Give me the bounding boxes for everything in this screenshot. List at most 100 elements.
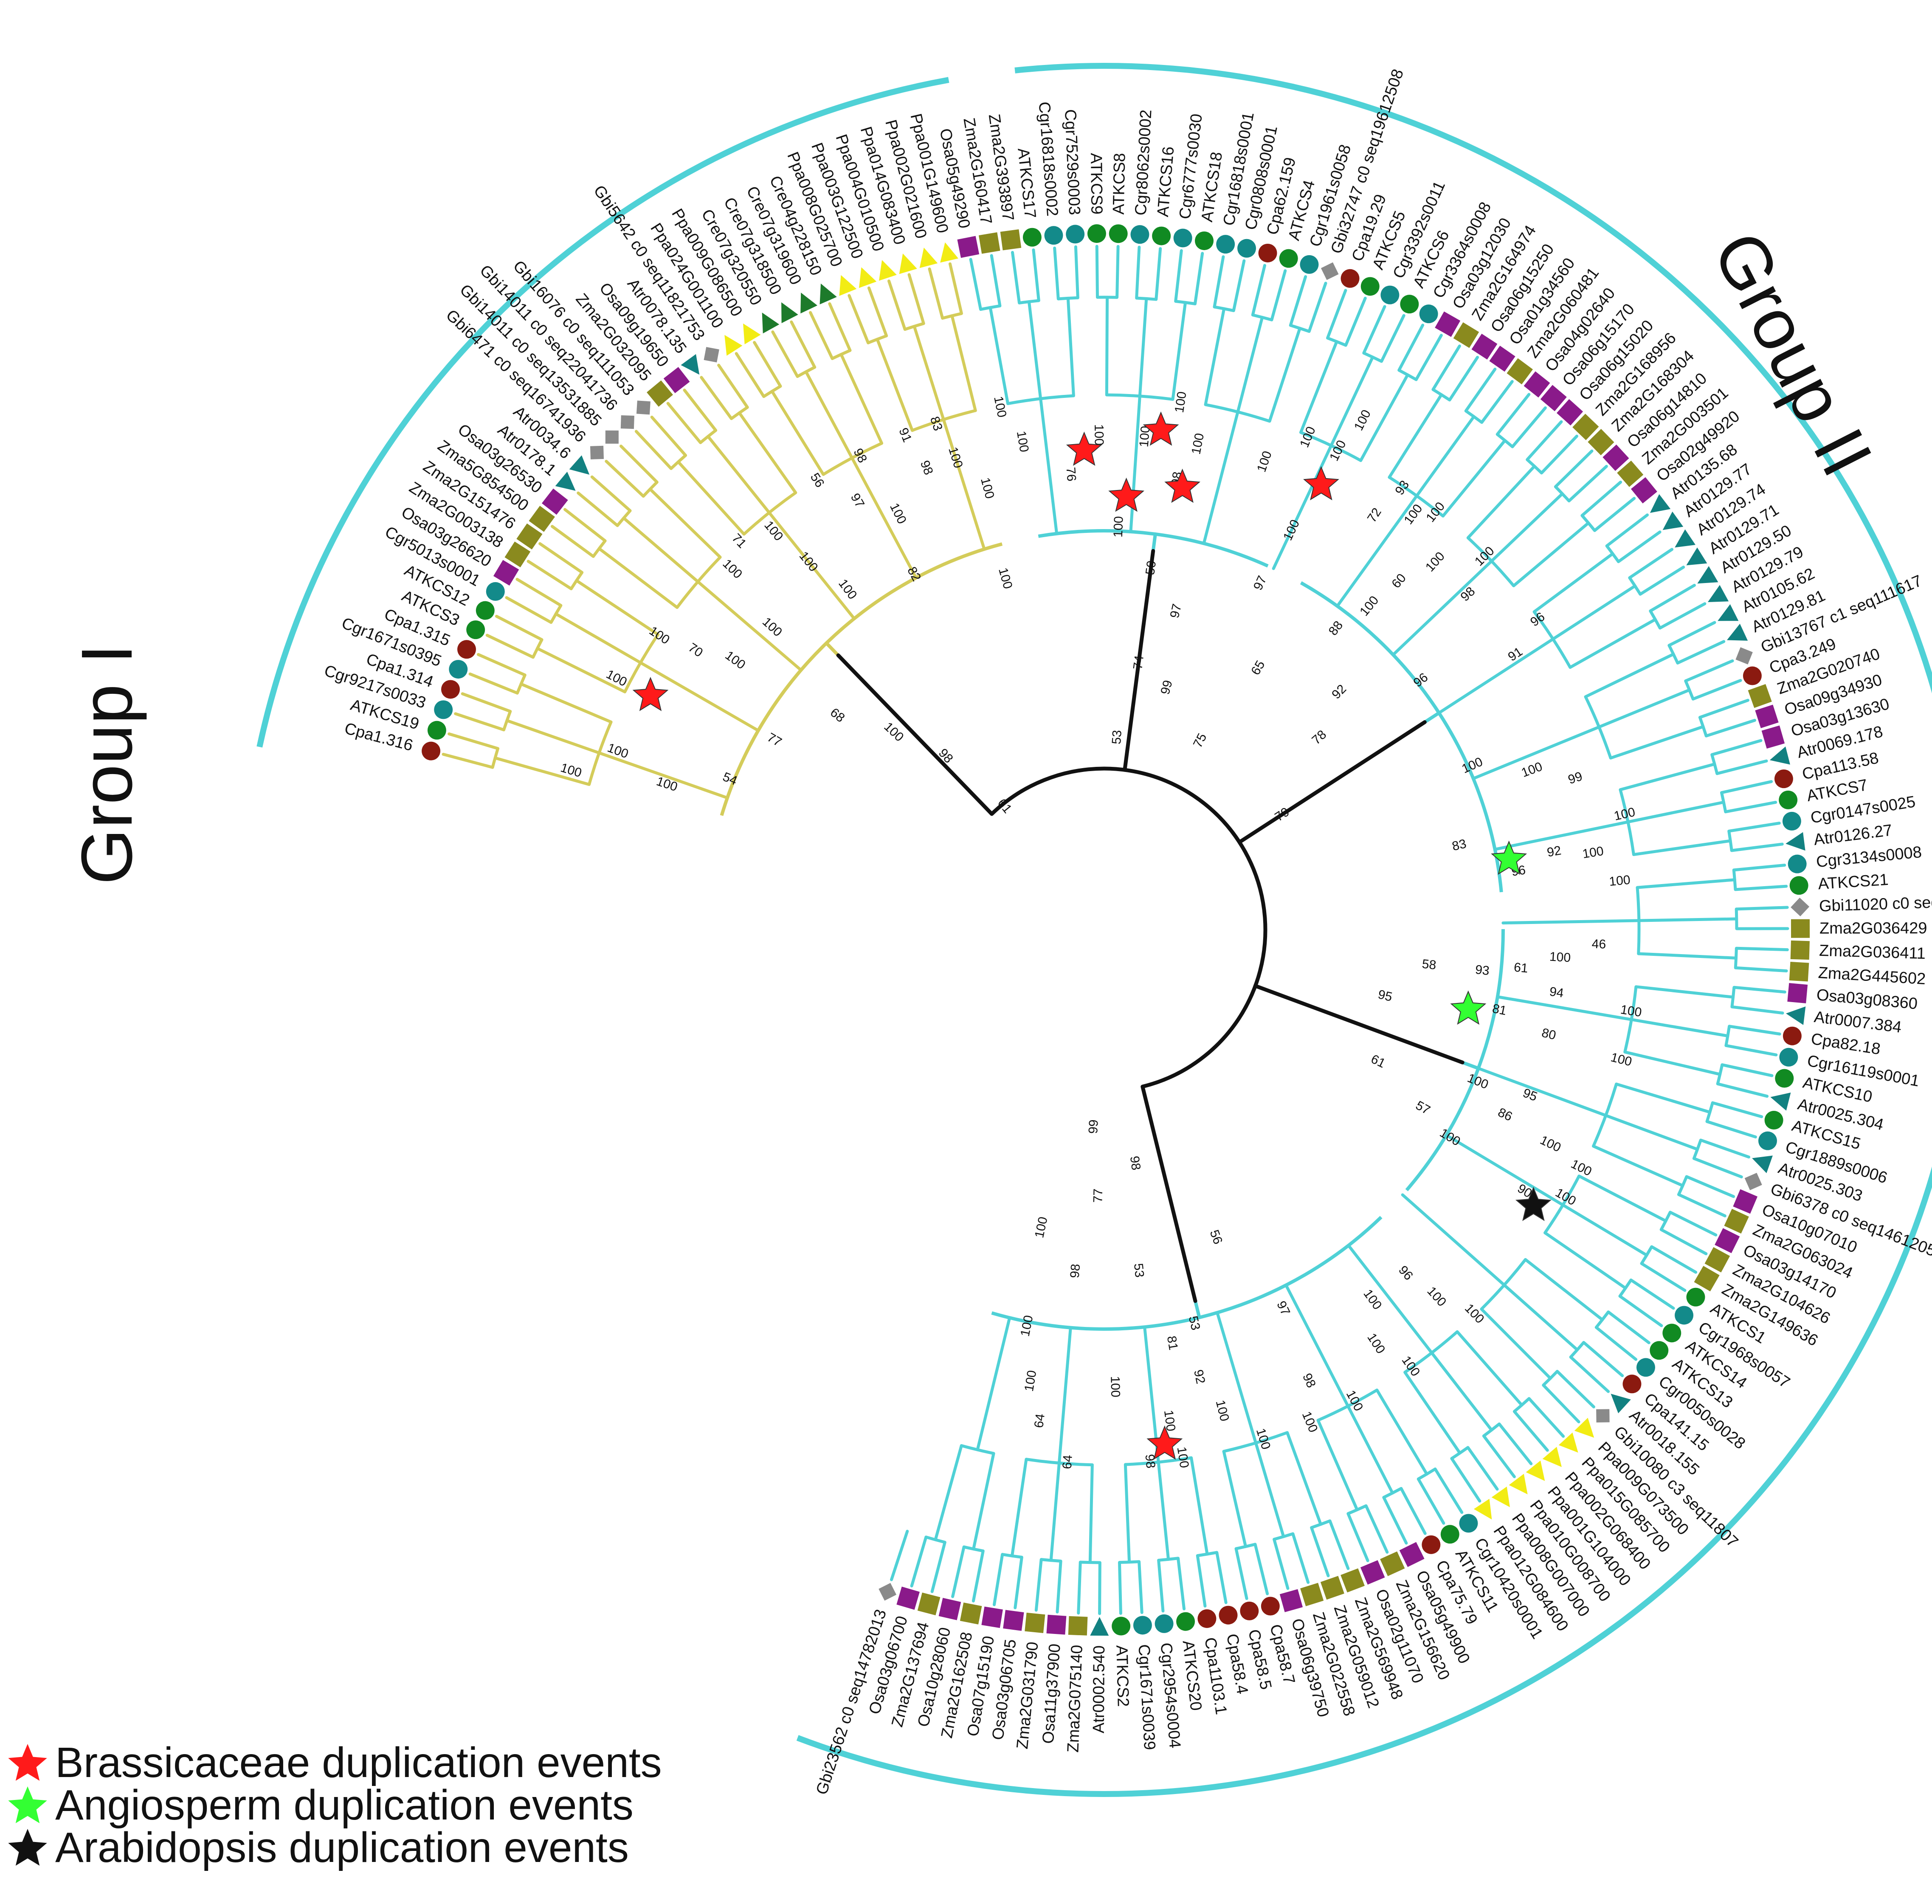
osa-marker: [981, 1606, 1003, 1628]
terminal-branch: [1582, 1341, 1624, 1377]
terminal-branch: [1735, 906, 1789, 911]
ppa-marker: [1526, 1460, 1545, 1481]
internal-branch: [1202, 410, 1239, 545]
ppa-marker: [1509, 1473, 1528, 1495]
terminal-branch: [1138, 1560, 1143, 1614]
terminal-branch: [1135, 245, 1141, 300]
ppa-marker: [919, 248, 938, 268]
internal-branch: [1286, 1431, 1322, 1526]
terminal-branch: [442, 752, 494, 769]
zma-marker: [1380, 1551, 1405, 1576]
root-branch: [1253, 984, 1464, 1065]
terminal-branch: [1011, 251, 1021, 304]
gbi-marker: [1735, 647, 1753, 665]
atkcs-marker: [1775, 1069, 1794, 1088]
osa-marker: [1602, 444, 1629, 471]
terminal-branch: [1724, 800, 1777, 814]
internal-branch: [1359, 373, 1409, 462]
terminal-branch: [495, 614, 544, 641]
osa-marker: [957, 236, 980, 258]
terminal-branch: [1310, 1526, 1330, 1577]
atr-marker: [1786, 1006, 1806, 1025]
terminal-branch: [1593, 497, 1636, 532]
leaf-label: ATKCS9: [1087, 153, 1106, 214]
internal-branch: [1512, 521, 1590, 588]
terminal-branch: [1382, 1496, 1408, 1545]
bootstrap-value: 100: [604, 667, 629, 689]
internal-branch: [1336, 494, 1419, 608]
bootstrap-value: 100: [996, 566, 1015, 590]
internal-branch: [1493, 820, 1630, 851]
bootstrap-value: 100: [1553, 1186, 1578, 1208]
atkcs-marker: [1112, 1617, 1131, 1636]
terminal-branch: [1554, 449, 1594, 488]
atr-marker: [1726, 623, 1748, 641]
root-branch: [1237, 720, 1427, 844]
bootstrap-value: 98: [1300, 1371, 1318, 1390]
bootstrap-value: 53: [1110, 729, 1124, 745]
internal-branch: [804, 370, 854, 459]
internal-branch: [536, 647, 627, 693]
zma-marker: [647, 380, 673, 407]
terminal-branch: [468, 672, 519, 695]
terminal-branch: [1605, 513, 1649, 548]
group-i-arc: [256, 77, 949, 748]
osa-marker: [1399, 1542, 1425, 1567]
terminal-branch: [1482, 1434, 1516, 1479]
terminal-branch: [620, 445, 659, 484]
brassicaceae-duplication-star: [1164, 468, 1200, 503]
terminal-branch: [1289, 275, 1307, 327]
bootstrap-value: 61: [1513, 960, 1529, 976]
osa-marker: [938, 1597, 961, 1620]
cgr-marker: [1675, 1306, 1694, 1325]
internal-branch: [575, 579, 659, 636]
ppa-marker: [879, 260, 897, 281]
bootstrap-value: 100: [1424, 1284, 1449, 1309]
bootstrap-value: 100: [1608, 873, 1631, 889]
cpa-marker: [1197, 1609, 1217, 1628]
leaf-label: ATKCS2: [1112, 1645, 1132, 1707]
gbi-marker: [1744, 1172, 1762, 1190]
zma-marker: [529, 506, 555, 532]
internal-branch: [1204, 307, 1226, 406]
zma-marker: [1617, 460, 1644, 487]
bootstrap-value: 97: [1168, 603, 1185, 620]
internal-branch: [505, 719, 601, 755]
leaf-label: ATKCS20: [1179, 1639, 1205, 1712]
terminal-branch: [1291, 1532, 1310, 1584]
bootstrap-value: 100: [1189, 432, 1207, 455]
terminal-branch: [1074, 245, 1079, 299]
terminal-branch: [634, 430, 673, 470]
bootstrap-value: 100: [1352, 408, 1374, 433]
internal-branch: [1630, 1018, 1729, 1038]
atkcs-marker: [1279, 249, 1298, 268]
internal-branch: [1477, 1067, 1608, 1117]
cpa-marker: [1743, 666, 1762, 685]
terminal-branch: [538, 542, 584, 574]
internal-branch: [707, 435, 771, 514]
terminal-branch: [969, 258, 983, 311]
terminal-branch: [461, 692, 512, 713]
cgr-marker: [1173, 228, 1192, 248]
terminal-branch: [992, 1553, 1004, 1606]
bootstrap-value: 100: [1092, 424, 1106, 445]
terminal-branch: [1730, 1005, 1784, 1015]
leaf-label: Cgr16818s0002: [1035, 101, 1061, 217]
terminal-branch: [1346, 1512, 1369, 1562]
atkcs-marker: [1152, 226, 1171, 245]
bootstrap-value: 100: [655, 774, 679, 794]
terminal-branch: [1649, 583, 1696, 613]
internal-branch: [1626, 800, 1725, 824]
internal-branch: [554, 612, 642, 665]
internal-branch: [597, 751, 729, 800]
bootstrap-value: 76: [1064, 467, 1079, 482]
terminal-branch: [1676, 640, 1726, 665]
bootstrap-value: 91: [1506, 645, 1525, 664]
internal-branch: [648, 487, 722, 559]
zma-marker: [917, 1592, 941, 1616]
root-branch: [1141, 1084, 1197, 1303]
internal-branch: [639, 661, 760, 732]
bootstrap-value: 100: [1297, 425, 1318, 450]
ppa-marker: [724, 335, 743, 356]
